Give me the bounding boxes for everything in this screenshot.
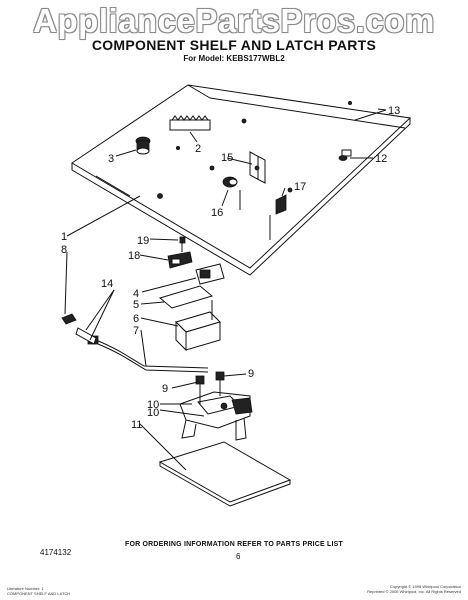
leader-lines (64, 108, 387, 471)
literature-part-number: 4174132 (40, 548, 72, 557)
part-15-bracket (249, 151, 266, 184)
callout-7: 7 (133, 325, 139, 337)
callout-10-b: 10 (147, 407, 159, 419)
callout-4: 4 (133, 288, 139, 300)
page-number: 6 (236, 552, 241, 561)
callout-1: 1 (61, 231, 67, 243)
part-12-washer (338, 155, 348, 161)
part-5-plate (158, 285, 214, 309)
callout-9-right: 9 (248, 368, 254, 380)
callout-6: 6 (133, 313, 139, 325)
part-18-connector (167, 251, 193, 269)
footer-left-fine-print: Literature Number: 1 COMPONENT SHELF AND… (7, 586, 70, 596)
callout-16: 16 (211, 207, 223, 219)
part-6-box (175, 300, 221, 352)
footer-right-line-2: Reprinted © 2005 Whirlpool, Inc. All Rig… (367, 589, 461, 594)
callout-18: 18 (128, 250, 140, 262)
footer-right-fine-print: Copyright © 1995 Whirlpool Corporation R… (336, 584, 461, 594)
part-3-knob (135, 136, 151, 155)
part-19-screw (179, 236, 186, 252)
part-4-switch (195, 263, 225, 285)
part-16-switch (222, 176, 241, 210)
footer-right-line-1: Copyright © 1995 Whirlpool Corporation (390, 584, 461, 589)
part-14-clip (75, 327, 97, 345)
latch-assembly (179, 380, 253, 441)
callout-2: 2 (195, 143, 201, 155)
callout-15: 15 (221, 152, 233, 164)
watermark: AppliancePartsPros.com (33, 2, 435, 39)
page-title: COMPONENT SHELF AND LATCH PARTS (91, 37, 377, 53)
callout-labels: 13 2 3 15 12 17 16 1 8 19 18 14 4 5 6 7 … (61, 105, 400, 431)
part-8-bumper (61, 313, 77, 325)
callout-13: 13 (388, 105, 400, 117)
footer-left-line-1: Literature Number: 1 (7, 586, 44, 591)
callout-17: 17 (294, 181, 306, 193)
callout-9-left: 9 (162, 383, 168, 395)
footer-left-line-2: COMPONENT SHELF AND LATCH (7, 591, 71, 596)
callout-10-a: 10 (147, 399, 159, 411)
callout-11: 11 (131, 419, 142, 431)
component-shelf (71, 84, 412, 276)
model-line: For Model: KEBS177WBL2 (183, 54, 285, 63)
ordering-note: FOR ORDERING INFORMATION REFER TO PARTS … (124, 541, 344, 548)
callout-12: 12 (375, 153, 387, 165)
terminal-block (169, 115, 211, 131)
callout-14: 14 (101, 278, 113, 290)
part-17-clip (269, 194, 287, 240)
callout-19: 19 (137, 235, 149, 247)
callout-3: 3 (108, 153, 114, 165)
callout-8: 8 (61, 244, 67, 256)
part-11-cover (158, 441, 292, 507)
callout-5: 5 (133, 299, 139, 311)
